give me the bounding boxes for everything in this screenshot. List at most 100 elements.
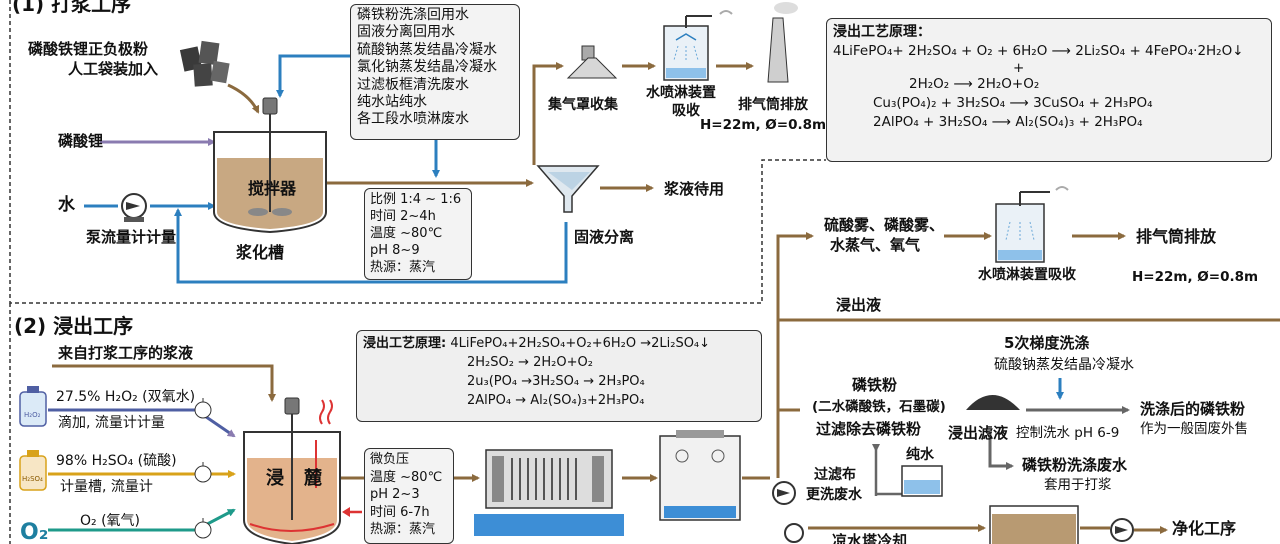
- water-source-item: 纯水站纯水: [357, 94, 427, 111]
- filter-press-icon: [474, 449, 624, 536]
- cooling-label: 凉水塔冷却: [832, 532, 908, 544]
- water-source-item: 硫酸钠蒸发结晶冷凝水: [357, 41, 497, 58]
- leachate-label: 浸出液: [836, 296, 882, 314]
- o2-symbol: O₂: [20, 520, 49, 544]
- leach-conditions-box: 微负压 温度 ~80℃ pH 2~3 时间 6-7h 热源：蒸汽: [364, 448, 454, 544]
- slurry-out-label: 浆液待用: [664, 180, 725, 198]
- h2o2-label: 27.5% H₂O₂ (双氧水): [56, 389, 196, 405]
- principle2-eq3: 2u₃(PO₄ →3H₂SO₄ → 2H₃PO₄: [467, 374, 645, 389]
- section1-title: (1) 打浆工序: [12, 0, 132, 16]
- pump-meter-label: 泵流量计计量: [86, 228, 177, 246]
- condition-item: 比例 1:4 ~ 1:6: [370, 192, 462, 207]
- agitator-label: 搅拌器: [248, 179, 297, 198]
- leach-condition-item: 时间 6-7h: [370, 504, 430, 520]
- iron-powder-label: 磷铁粉: [852, 376, 898, 394]
- principle-title: 浸出工艺原理：: [833, 24, 931, 40]
- cooling-tower-icon: [659, 430, 741, 521]
- feed-powder-note: 人工袋装加入: [68, 60, 159, 78]
- scrubber2-label: 水喷淋装置吸收: [978, 267, 1076, 283]
- condition-item: pH 8~9: [370, 243, 420, 258]
- stack1-spec: H=22m, Ø=0.8m: [700, 117, 827, 133]
- principle-eq4: 2AlPO₄ + 3H₂SO₄ ⟶ Al₂(SO₄)₃ + 2H₃PO₄: [873, 114, 1143, 130]
- slurry-tank-label: 浆化槽: [236, 243, 285, 262]
- hood-label: 集气罩收集: [548, 97, 618, 113]
- principle-plus: +: [1013, 60, 1025, 76]
- offgas-label-2: 水蒸气、氧气: [830, 236, 921, 254]
- flowmeter-icons: [194, 398, 212, 539]
- leach-tank-icon: [243, 397, 341, 544]
- scrubber1-label-2: 吸收: [672, 103, 700, 119]
- water-source-item: 过滤板框清洗废水: [357, 76, 469, 93]
- water-label: 水: [58, 195, 75, 215]
- ph-control-label: 控制洗水 pH 6-9: [1016, 425, 1120, 441]
- principle2-eq4: 2AlPO₄ → Al₂(SO₄)₃+2H₃PO₄: [467, 393, 645, 408]
- pure-water-label: 纯水: [906, 447, 934, 463]
- principle2-eq2: 2H₂SO₂ → 2H₂O+O₂: [467, 355, 593, 370]
- pure-water-tank-icon: [901, 465, 943, 497]
- washed-iron-label: 洗涤后的磷铁粉: [1140, 400, 1246, 418]
- section1-border: [9, 0, 826, 304]
- condition-item: 温度 ~80℃: [370, 226, 443, 241]
- leach-condition-item: pH 2~3: [370, 487, 420, 502]
- scrubber-1-icon: [663, 10, 733, 81]
- h2so4-note: 计量槽, 流量计: [60, 479, 153, 495]
- water-sources-box: 磷铁粉洗涤回用水 固液分离回用水 硫酸钠蒸发结晶冷凝水 氯化钠蒸发结晶冷凝水 过…: [350, 4, 520, 140]
- filter-cloth-label: 过滤布: [814, 467, 856, 483]
- iron-powder-filter-label: 过滤除去磷铁粉: [816, 420, 922, 438]
- wash-water-label: 硫酸钠蒸发结晶冷凝水: [994, 357, 1134, 373]
- h2so4-bottle-label: H₂SO₄: [22, 475, 43, 483]
- water-source-item: 各工段水喷淋废水: [357, 111, 469, 128]
- leach-condition-item: 微负压: [370, 452, 410, 467]
- washing-label: 5次梯度洗涤: [1004, 334, 1090, 352]
- separator-label: 固液分离: [574, 228, 635, 246]
- offgas-label: 硫酸雾、磷酸雾、: [824, 216, 945, 234]
- principle-eq3: Cu₃(PO₄)₂ + 3H₂SO₄ ⟶ 3CuSO₄ + 2H₃PO₄: [873, 95, 1153, 111]
- iron-powder-composition: (二水磷酸铁，石墨碳): [812, 399, 946, 415]
- h2o2-note: 滴加, 流量计计量: [58, 415, 165, 431]
- wash-waste-label: 磷铁粉洗涤废水: [1022, 456, 1128, 474]
- purification-label: 净化工序: [1172, 519, 1237, 538]
- slurry-tank-icon: [213, 97, 327, 234]
- principle2-title: 浸出工艺原理:: [363, 336, 447, 351]
- filter-cloth-note: 更洗废水: [806, 487, 862, 503]
- h2so4-bottle-icon: [19, 450, 47, 491]
- principle2-eq1: 4LiFePO₄+2H₂SO₄+O₂+6H₂O →2Li₂SO₄↓: [450, 336, 711, 351]
- principle-eq1: 4LiFePO₄+ 2H₂SO₄ + O₂ + 6H₂O ⟶ 2Li₂SO₄ +…: [833, 43, 1244, 59]
- leach-principle-box-2: 浸出工艺原理: 4LiFePO₄+2H₂SO₄+O₂+6H₂O →2Li₂SO₄…: [356, 330, 762, 422]
- h2o2-bottle-icon: [19, 386, 47, 427]
- leach-tank-char-1: 浸: [266, 468, 284, 489]
- washed-iron-note: 作为一般固废外售: [1140, 421, 1248, 437]
- principle-eq2: 2H₂O₂ ⟶ 2H₂O+O₂: [909, 76, 1040, 92]
- h2so4-label: 98% H₂SO₄ (硫酸): [56, 453, 177, 469]
- filtrate-pump-icon: [772, 481, 796, 505]
- stack2-spec: H=22m, Ø=0.8m: [1132, 269, 1259, 285]
- gas-hood-icon: [566, 45, 618, 79]
- water-source-item: 固液分离回用水: [357, 24, 455, 41]
- li3po4-label: 磷酸锂: [58, 132, 104, 150]
- o2-label: O₂ (氧气): [80, 513, 141, 529]
- water-source-item: 磷铁粉洗涤回用水: [357, 7, 469, 23]
- scrubber1-label: 水喷淋装置: [646, 85, 716, 101]
- separator-icon: [536, 165, 600, 213]
- water-source-item: 氯化钠蒸发结晶冷凝水: [357, 59, 497, 76]
- feed-powder-label: 磷酸铁锂正负极粉: [28, 40, 149, 58]
- purification-pump-icon: [1110, 518, 1134, 542]
- storage-tank-icon: [989, 505, 1079, 544]
- leach-principle-box: 浸出工艺原理： 4LiFePO₄+ 2H₂SO₄ + O₂ + 6H₂O ⟶ 2…: [826, 18, 1272, 162]
- section2-title: (2) 浸出工序: [14, 314, 134, 338]
- h2o2-bottle-label: H₂O₂: [24, 411, 41, 419]
- condition-item: 时间 2~4h: [370, 209, 436, 224]
- exhaust-stack-1-icon: [767, 2, 798, 83]
- stack1-label: 排气筒排放: [738, 97, 808, 113]
- leach-condition-item: 温度 ~80℃: [370, 469, 443, 485]
- filtrate-label: 浸出滤液: [948, 424, 1009, 442]
- stack2-label: 排气筒排放: [1136, 227, 1217, 246]
- condition-item: 热源：蒸汽: [370, 260, 436, 275]
- slurry-conditions-box: 比例 1:4 ~ 1:6 时间 2~4h 温度 ~80℃ pH 8~9 热源：蒸…: [364, 188, 472, 280]
- powder-bags-icon: [179, 40, 230, 87]
- scrubber-2-icon: [995, 186, 1069, 263]
- cooling-pump-icon: [784, 523, 804, 543]
- leach-condition-item: 热源：蒸汽: [370, 522, 436, 537]
